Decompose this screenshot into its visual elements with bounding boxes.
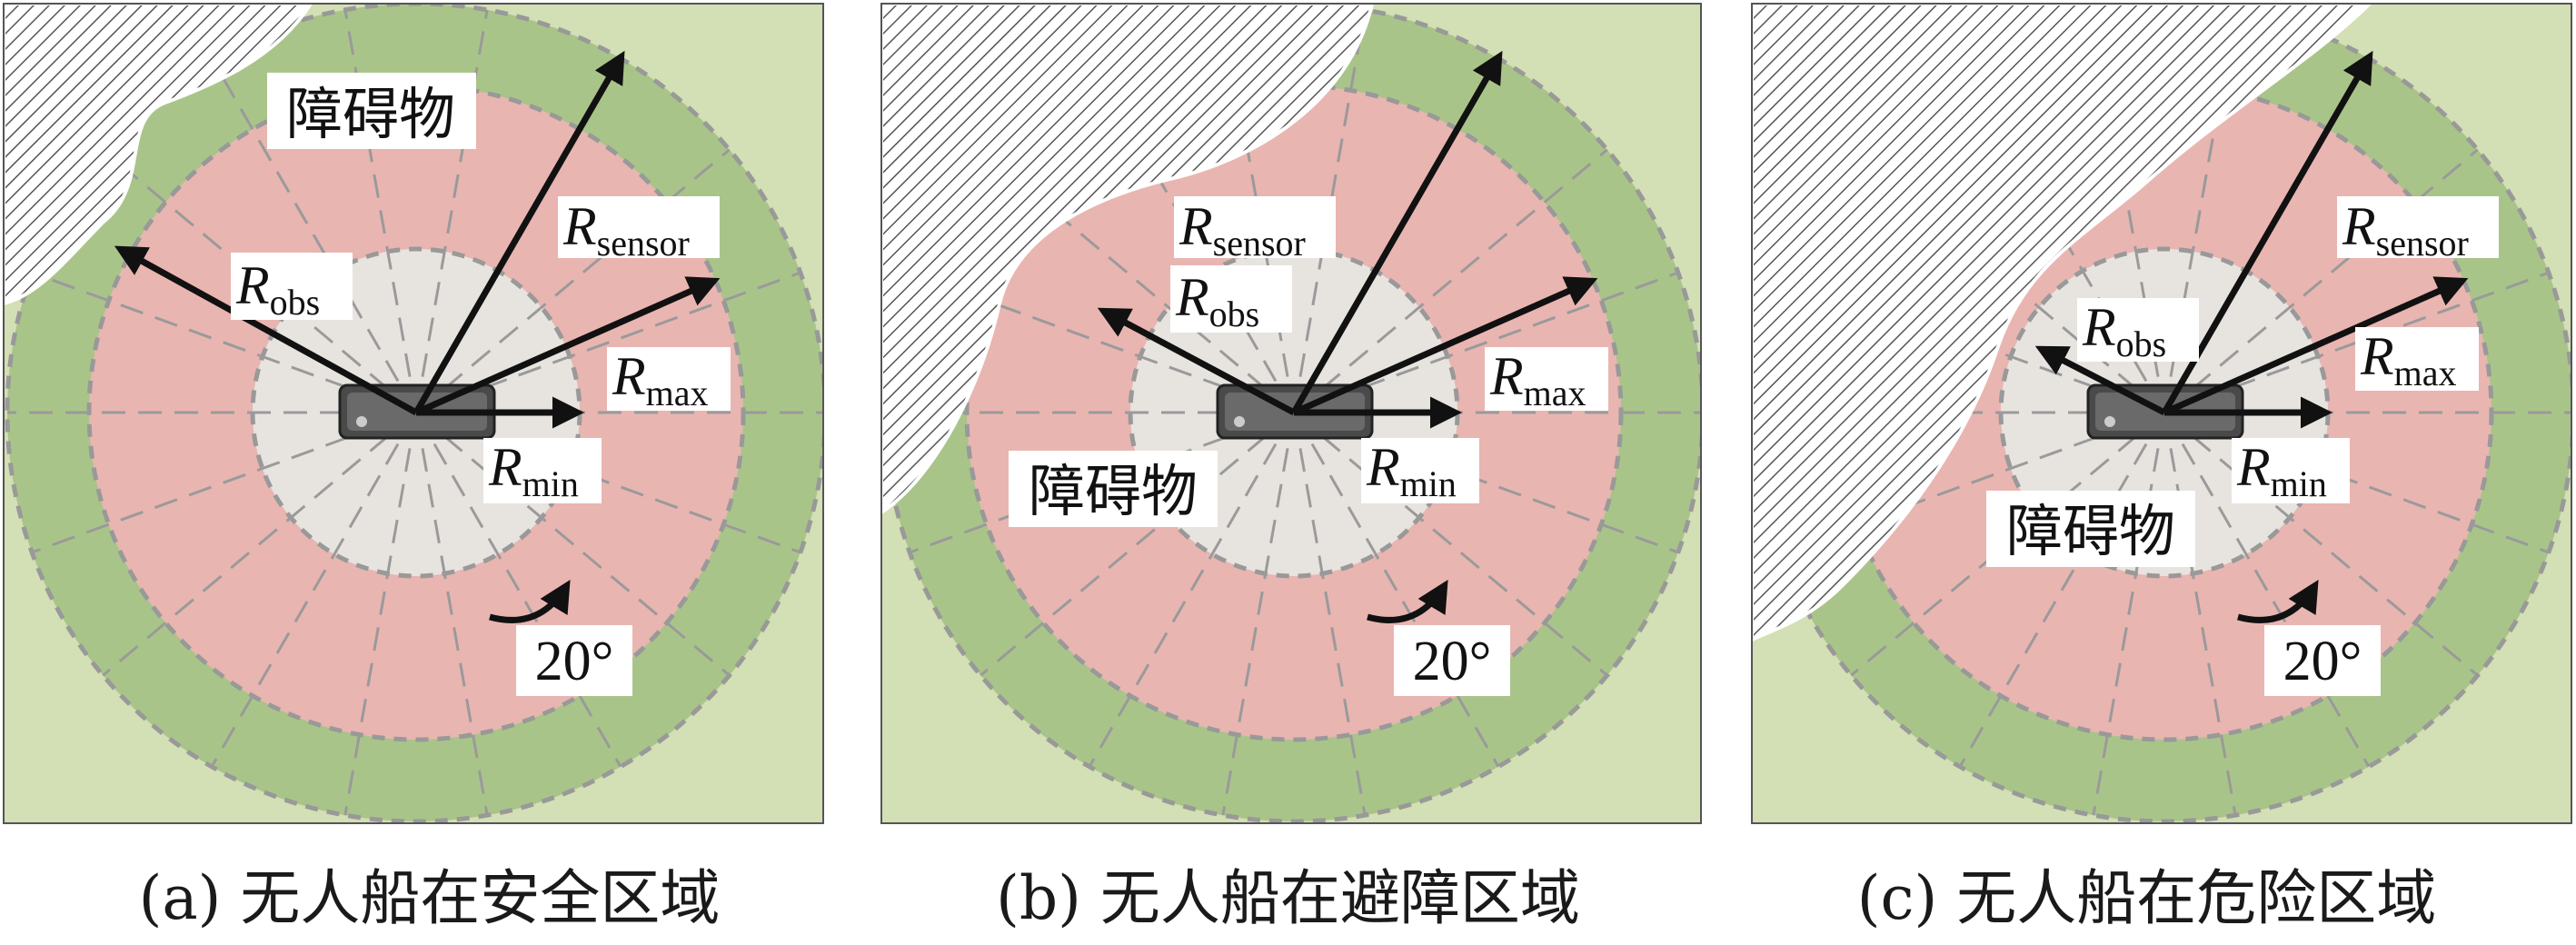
sector-spoke — [2092, 448, 2160, 816]
panel-a: 障碍物 Rsensor Robs Rmax Rmin 20° — [3, 3, 824, 824]
angle-label: 20° — [535, 631, 614, 692]
sector-spoke — [433, 443, 622, 768]
sector-spoke — [450, 271, 801, 402]
sector-spoke — [2198, 423, 2550, 554]
sector-spoke — [31, 423, 383, 554]
r-min-label: Rmin — [1366, 437, 1457, 504]
r-sensor-label: Rsensor — [2342, 196, 2469, 264]
r-sensor-label: Rsensor — [562, 196, 690, 264]
sector-spoke — [343, 9, 412, 377]
r-obs-label: Robs — [235, 255, 320, 323]
sector-spoke — [421, 448, 489, 816]
arrow-r-obs — [2034, 345, 2166, 416]
sector-spoke — [450, 423, 801, 554]
rotation-arrow — [2237, 579, 2319, 623]
angle-label: 20° — [2283, 631, 2362, 692]
sector-spoke — [1320, 434, 1608, 677]
sector-spoke — [1088, 443, 1278, 768]
sector-spoke — [421, 9, 489, 377]
sector-spoke — [31, 271, 383, 402]
sector-spoke — [210, 57, 400, 383]
sector-spoke — [2191, 434, 2479, 677]
sector-spoke — [1958, 443, 2148, 768]
angle-label: 20° — [1413, 631, 1492, 692]
panel-border — [880, 3, 1702, 824]
r-obs-label: Robs — [1175, 267, 1259, 334]
arrow-r-max — [414, 276, 721, 416]
arrow-r-obs — [1097, 307, 1296, 416]
r-max-label: Rmax — [612, 346, 709, 413]
sector-spoke — [1298, 9, 1367, 377]
panel-b: Rsensor Robs Rmax Rmin 障碍物 20° — [880, 3, 1702, 824]
sector-spoke — [980, 434, 1268, 677]
obstacle-shape — [4, 4, 313, 306]
sector-spoke — [343, 448, 412, 816]
obstacle-shape — [881, 4, 1375, 515]
sector-spoke — [1320, 148, 1608, 391]
obstacle-shape — [1752, 4, 2372, 642]
caption-b: (b) 无人船在避障区域 — [996, 863, 1580, 933]
r-min-label: Rmin — [2236, 437, 2327, 504]
caption-c: (c) 无人船在危险区域 — [1856, 863, 2437, 933]
sector-spoke — [2181, 443, 2371, 768]
sector-spokes — [7, 9, 823, 816]
panel-c: Rsensor Robs Rmax Rmin 障碍物 20° — [1751, 3, 2572, 824]
panel-border — [3, 3, 824, 824]
sector-spoke — [210, 443, 400, 768]
r-max-label: Rmax — [2360, 326, 2457, 393]
sector-spoke — [102, 434, 390, 677]
r-min-label: Rmin — [488, 437, 579, 504]
sector-spoke — [1298, 448, 1367, 816]
sector-spoke — [443, 148, 731, 391]
rotation-arrow — [489, 579, 571, 623]
obstacle-label: 障碍物 — [2006, 498, 2175, 564]
sector-spoke — [1328, 271, 1679, 402]
sector-spoke — [2191, 148, 2479, 391]
obstacle-label: 障碍物 — [286, 81, 455, 147]
sector-spoke — [1328, 423, 1679, 554]
arrow-r-sensor — [1290, 50, 1503, 414]
arrow-r-obs — [114, 245, 418, 416]
r-max-label: Rmax — [1489, 346, 1586, 413]
arrow-r-max — [1292, 276, 1598, 416]
sector-spoke — [1310, 443, 1500, 768]
caption-a: (a) 无人船在安全区域 — [138, 863, 721, 933]
r-sensor-label: Rsensor — [1179, 196, 1306, 264]
sector-spoke — [2169, 448, 2237, 816]
rotation-arrow — [1367, 579, 1448, 623]
sector-spoke — [443, 434, 731, 677]
arrow-r-sensor — [413, 50, 625, 414]
sector-spoke — [1221, 448, 1289, 816]
panel-border — [1751, 3, 2572, 824]
obstacle-label: 障碍物 — [1029, 458, 1198, 524]
arrow-r-max — [2163, 276, 2469, 416]
r-obs-label: Robs — [2082, 297, 2166, 364]
